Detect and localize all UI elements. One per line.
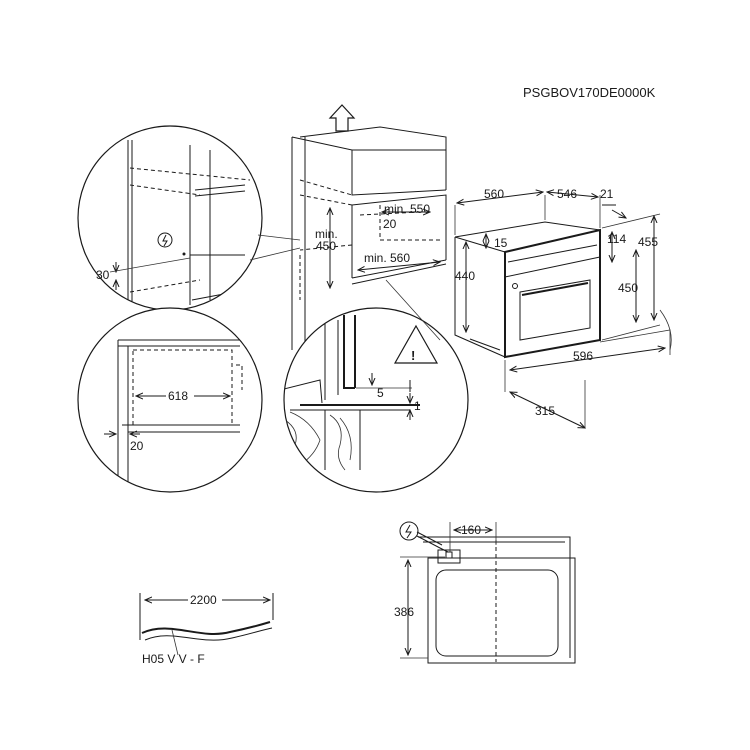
oven-body xyxy=(454,221,601,359)
door-height-label: 450 xyxy=(618,281,638,295)
front-width-label: 596 xyxy=(573,349,593,363)
side-gap-label: 20 xyxy=(130,439,144,453)
niche-width-label: min. 560 xyxy=(364,251,410,265)
socket-offset-label: 160 xyxy=(461,523,481,537)
depth-315-label: 315 xyxy=(535,404,555,418)
caution-warning-icon xyxy=(393,324,439,364)
front-offset-label: 21 xyxy=(600,187,614,201)
niche-depth-label: min. 550 xyxy=(384,202,430,216)
cable-length-label: 2200 xyxy=(190,593,217,607)
ledge-5-label: 5 xyxy=(377,386,384,400)
oven-width-label: 560 xyxy=(484,187,504,201)
socket-height-back-label: 386 xyxy=(394,605,414,619)
socket-height-label: 30 xyxy=(96,268,110,282)
niche-height-prefix: min. xyxy=(315,227,338,241)
door-offset-label: 114 xyxy=(607,232,626,246)
inner-width-label: 618 xyxy=(168,389,188,403)
oven-back-view xyxy=(418,536,576,664)
electrical-warning-icon xyxy=(157,232,173,248)
cable-type-label: H05 V V - F xyxy=(142,652,205,666)
model-code: PSGBOV170DE0000K xyxy=(523,85,656,100)
caution-exclamation-icon: ! xyxy=(411,348,415,363)
niche-height-value: 450 xyxy=(316,239,336,253)
total-height-label: 455 xyxy=(638,235,658,249)
front-height-label: 15 xyxy=(494,236,508,250)
body-height-label: 440 xyxy=(455,269,475,283)
detail-ledge-circle xyxy=(283,307,469,493)
niche-gap-label: 20 xyxy=(383,217,397,231)
ledge-1-label: 1 xyxy=(414,399,421,413)
detail-socket-circle xyxy=(77,125,263,311)
lift-up-arrow-icon xyxy=(328,104,356,132)
power-cable xyxy=(139,593,274,656)
back-socket-icon xyxy=(399,521,419,541)
oven-depth-label: 546 xyxy=(557,187,577,201)
